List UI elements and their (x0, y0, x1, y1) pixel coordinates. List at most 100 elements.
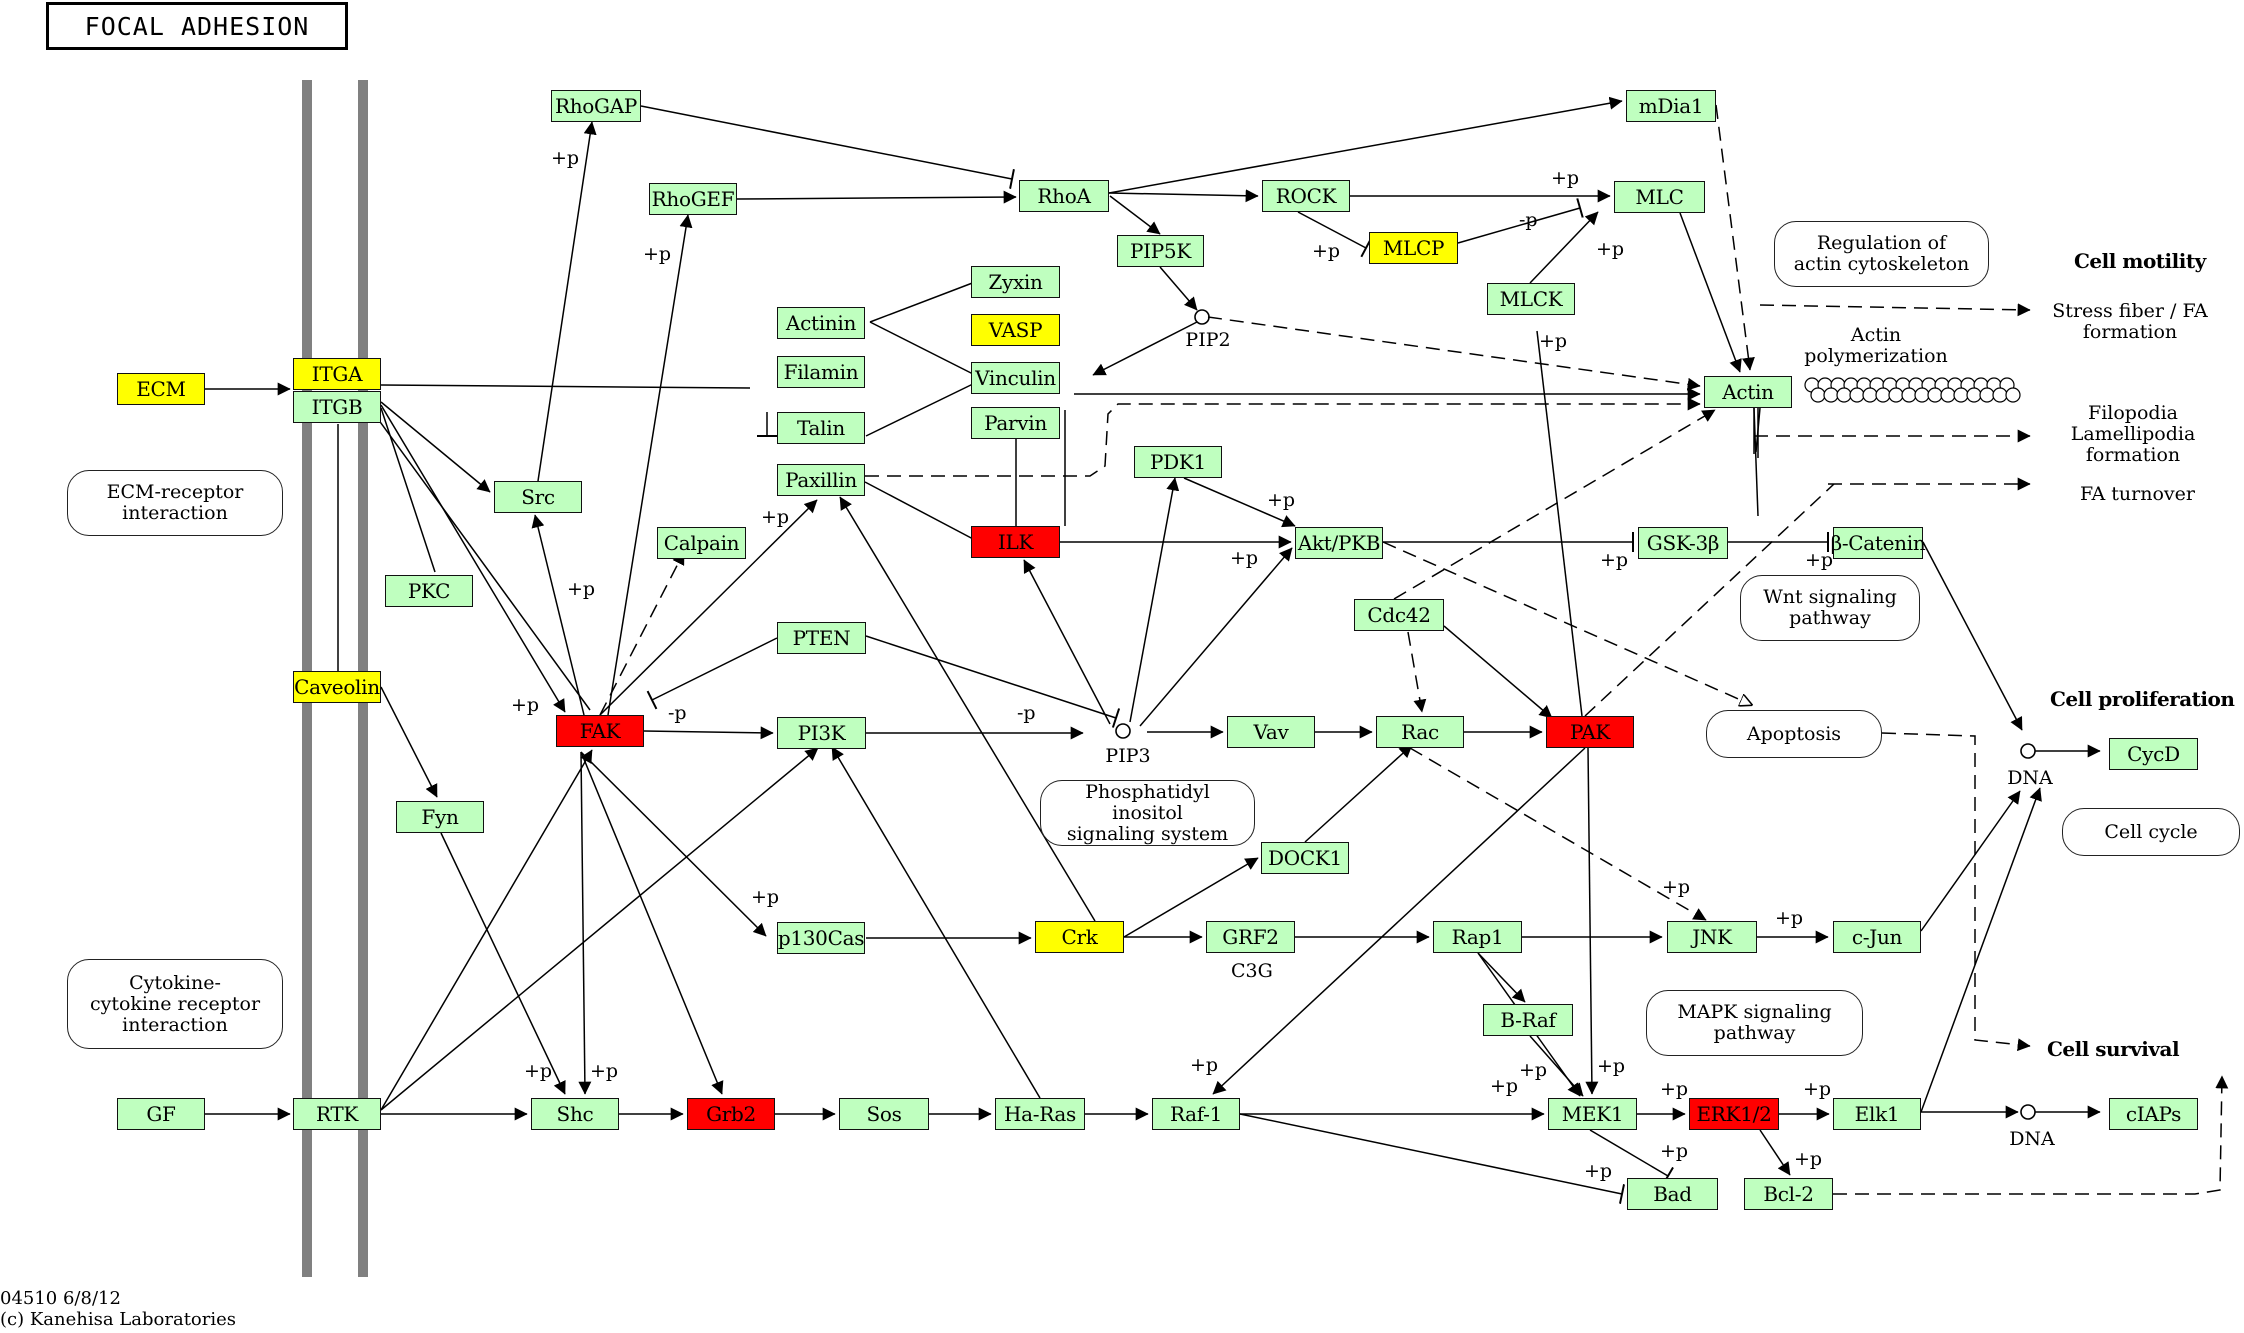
ptm-label-14: +p (511, 694, 540, 716)
gene-ciaps: cIAPs (2109, 1098, 2198, 1130)
gene-cjun: c-Jun (1833, 921, 1921, 953)
actin-filament-bead (1953, 387, 1969, 403)
gene-actin: Actin (1704, 376, 1792, 408)
edge-48 (1920, 787, 2042, 1113)
edge-41 (1536, 330, 1583, 717)
gene-p130cas: p130Cas (777, 922, 865, 954)
gene-pten: PTEN (777, 622, 866, 654)
gene-shc: Shc (531, 1098, 619, 1130)
gene-fyn: Fyn (396, 801, 484, 833)
gene-paxillin: Paxillin (777, 464, 865, 496)
ptm-label-16: -p (1017, 702, 1036, 724)
ptm-label-30: +p (590, 1060, 619, 1082)
gene-gf: GF (117, 1098, 205, 1130)
ptm-label-24: +p (1660, 1078, 1689, 1100)
gene-sos: Sos (839, 1098, 929, 1130)
edge-103 (440, 832, 566, 1095)
compound-dna2-circle (2020, 1104, 2036, 1120)
gene-mlc: MLC (1614, 181, 1705, 213)
outcome-cell-survival: Cell survival (2047, 1037, 2180, 1061)
actin-filament-bead (1914, 387, 1930, 403)
gene-rhogap: RhoGAP (551, 90, 641, 122)
ptm-label-19: +p (1775, 907, 1804, 929)
gene-rac: Rac (1376, 716, 1464, 748)
gene-jnk: JNK (1667, 921, 1757, 953)
ptm-label-23: +p (1597, 1055, 1626, 1077)
edge-82 (580, 751, 724, 1095)
edge-36 (1393, 409, 1716, 600)
edge-58 (1409, 747, 1707, 921)
ptm-label-10: +p (1600, 549, 1629, 571)
edge-42 (1881, 732, 2031, 1052)
edge-96 (607, 214, 693, 716)
ptm-label-2: +p (643, 243, 672, 265)
gene-itga: ITGA (293, 358, 381, 390)
edge-79 (839, 496, 1096, 922)
gene-pdk1: PDK1 (1134, 446, 1222, 478)
edge-95 (537, 121, 597, 482)
ptm-label-1: +p (551, 147, 580, 169)
edge-23 (865, 397, 1701, 477)
ptm-label-27: +p (1584, 1160, 1613, 1182)
ptm-label-13: +p (761, 506, 790, 528)
gene-talin: Talin (777, 412, 865, 444)
ptm-label-26: +p (1660, 1140, 1689, 1162)
compound-dna1-circle (2020, 743, 2036, 759)
ptm-label-20: +p (1190, 1054, 1219, 1076)
edge-33 (1759, 303, 2031, 317)
gene-braf: B-Raf (1483, 1004, 1573, 1036)
edge-90 (864, 481, 976, 541)
edge-40 (1443, 625, 1553, 719)
gene-mlcp: MLCP (1369, 232, 1458, 264)
edge-88 (865, 635, 1121, 728)
ptm-label-22: +p (1490, 1075, 1519, 1097)
ptm-label-3: +p (1551, 167, 1580, 189)
ptm-label-6: +p (1596, 238, 1625, 260)
gene-parvin: Parvin (971, 407, 1060, 439)
edge-67 (1239, 1113, 1626, 1204)
gene-mek1: MEK1 (1548, 1098, 1637, 1130)
actin-filament-bead (1992, 387, 2008, 403)
map-mapk: MAPK signaling pathway (1646, 990, 1863, 1056)
edge-18 (865, 382, 976, 437)
gene-zyxin: Zyxin (971, 266, 1060, 298)
gene-ecm: ECM (117, 373, 205, 405)
label-fa-turnover: FA turnover (2080, 483, 2195, 505)
edge-12 (1679, 212, 1742, 373)
gene-vasp: VASP (971, 314, 1060, 346)
edge-99 (380, 407, 436, 573)
compound-pip2-label: PIP2 (1185, 329, 1231, 351)
edge-84 (599, 551, 685, 716)
edge-17 (869, 321, 976, 376)
gene-mdia1: mDia1 (1626, 90, 1716, 122)
edge-53 (1123, 857, 1259, 938)
edge-94 (531, 514, 585, 716)
gene-pak: PAK (1546, 716, 1634, 748)
gene-caveolin: Caveolin (293, 671, 381, 703)
gene-rtk: RTK (293, 1098, 381, 1130)
edge-4 (1108, 96, 1623, 194)
label-filopodia: Filopodia Lamellipodia formation (2070, 402, 2196, 466)
edge-21 (380, 384, 751, 389)
gene-vav: Vav (1227, 716, 1315, 748)
ptm-label-8: +p (1267, 489, 1296, 511)
edge-86 (643, 726, 774, 740)
actin-filament-bead (1979, 387, 1995, 403)
edge-91 (1023, 559, 1111, 725)
edge-83 (580, 751, 767, 937)
edge-39 (1407, 631, 1427, 713)
edge-62 (1585, 747, 1599, 1095)
edge-63 (1212, 747, 1586, 1095)
ptm-label-17: +p (751, 886, 780, 908)
pathway-title: FOCAL ADHESION (46, 2, 348, 50)
gene-actinin: Actinin (777, 307, 865, 339)
actin-filament-bead (1888, 387, 1904, 403)
edge-10 (1529, 211, 1599, 284)
edge-32 (1183, 477, 1296, 528)
gene-rap1: Rap1 (1433, 921, 1522, 953)
gene-bcatenin: β-Catenin (1831, 527, 1926, 559)
ptm-label-12: +p (567, 578, 596, 600)
ptm-label-5: -p (1519, 209, 1538, 231)
edge-3 (736, 190, 1017, 204)
map-phosphatidyl: Phosphatidyl inositol signaling system (1040, 780, 1255, 846)
